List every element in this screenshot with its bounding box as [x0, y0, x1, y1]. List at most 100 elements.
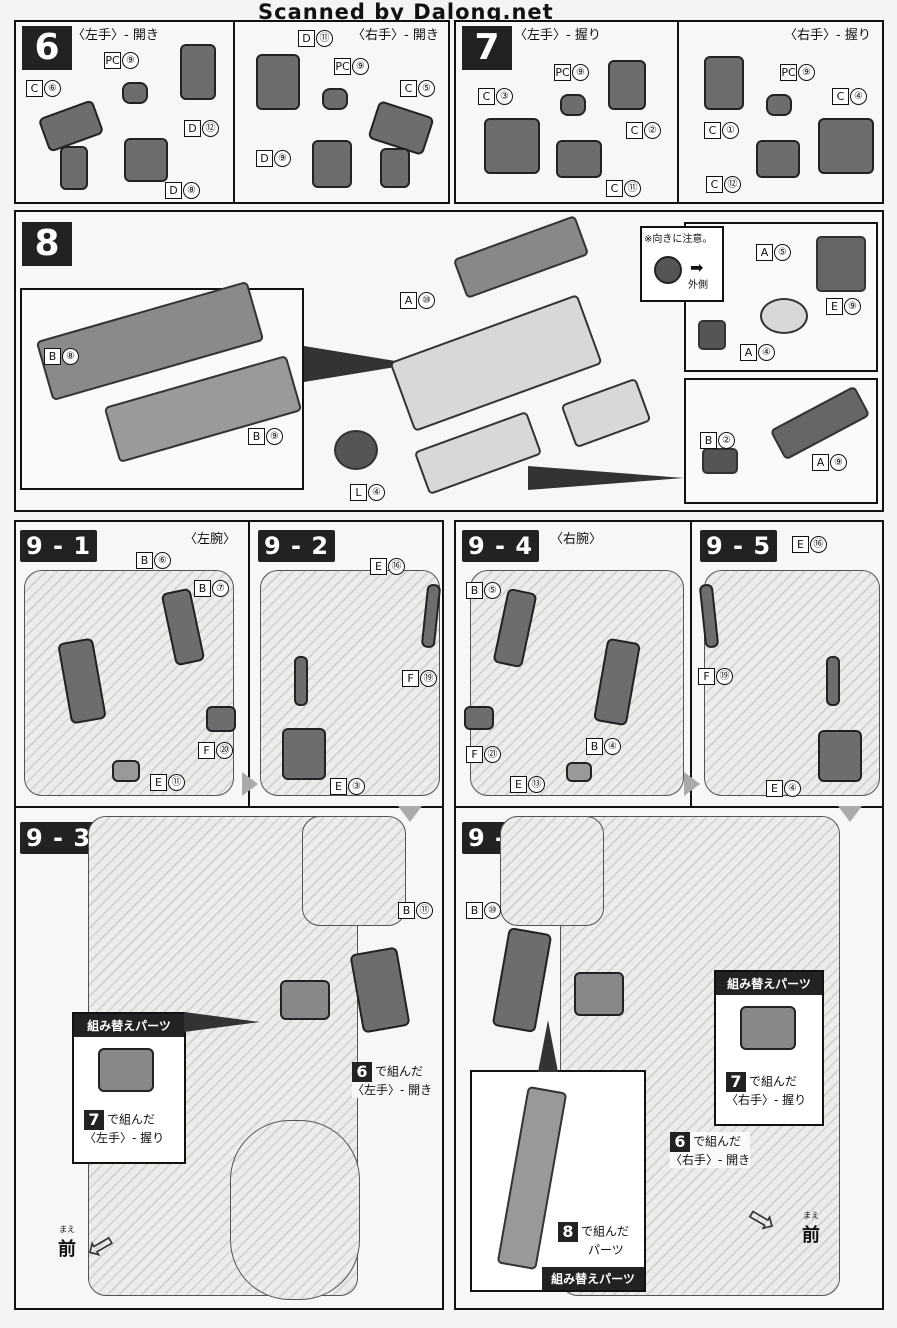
bar-part: [294, 656, 308, 706]
front-ruby: まえ: [803, 1211, 819, 1220]
pc-joint: [766, 94, 792, 116]
finger-part: [124, 138, 168, 182]
step-6-number: 6: [22, 26, 72, 70]
next-arrow-icon: [684, 772, 700, 796]
step-9-3-number: 9 - 3: [20, 822, 98, 854]
divider: [248, 522, 250, 806]
step-7-divider: [677, 22, 679, 202]
finger-part: [756, 140, 800, 178]
pc-joint: [322, 88, 348, 110]
rifle-part: [496, 1085, 568, 1271]
armor-part: [282, 728, 326, 780]
step-9-5-number: 9 - 5: [700, 530, 778, 562]
hand-assembly: [280, 980, 330, 1020]
fist-part: [484, 118, 540, 174]
step-9-4-caption: 〈右腕〉: [550, 532, 603, 547]
pc-joint: [560, 94, 586, 116]
pad-part: [702, 448, 738, 474]
finger-part: [380, 148, 410, 188]
outside-label: 外側: [688, 280, 708, 291]
step-6-left-caption: 〈左手〉- 開き: [72, 28, 159, 43]
finger-part: [60, 146, 88, 190]
fist-part: [818, 118, 874, 174]
divider: [690, 522, 692, 806]
hand-assembly: [574, 972, 624, 1016]
nut-icon: [654, 256, 682, 284]
barrel-cap-part: [334, 430, 378, 470]
step-7-left-caption: 〈左手〉- 握り: [514, 28, 601, 43]
joint-part: [464, 706, 494, 730]
swap-parts-title: 組み替えパーツ: [74, 1014, 184, 1037]
pointer-arrow: [184, 1012, 260, 1032]
finger-part: [312, 140, 352, 188]
front-ruby: まえ: [59, 1225, 75, 1234]
step-9-1-number: 9 - 1: [20, 530, 98, 562]
arm-illustration: [500, 816, 604, 926]
armor-part: [818, 730, 862, 782]
pc-joint: [122, 82, 148, 104]
front-label: 前: [58, 1239, 76, 1260]
pointer-arrow: [538, 1020, 558, 1072]
fist-part: [608, 60, 646, 110]
step-8-number: 8: [22, 222, 72, 266]
fist-part: [98, 1048, 154, 1092]
pointer-arrow: [528, 466, 684, 490]
swap-parts-title: 組み替えパーツ: [716, 972, 822, 995]
sight-part: [816, 236, 866, 292]
front-direction: まえ 前: [802, 1210, 820, 1247]
arrow-right-icon: ➡: [690, 258, 704, 277]
joint-part: [206, 706, 236, 732]
step-9-2-number: 9 - 2: [258, 530, 336, 562]
fist-part: [704, 56, 744, 110]
joint-part: [566, 762, 592, 782]
step-7-right-caption: 〈右手〉- 握り: [784, 28, 871, 43]
divider: [454, 806, 884, 808]
step-9-4-number: 9 - 4: [462, 530, 540, 562]
fist-part: [740, 1006, 796, 1050]
orientation-note-text: ※向きに注意。: [644, 234, 713, 245]
arm-illustration: [302, 816, 406, 926]
